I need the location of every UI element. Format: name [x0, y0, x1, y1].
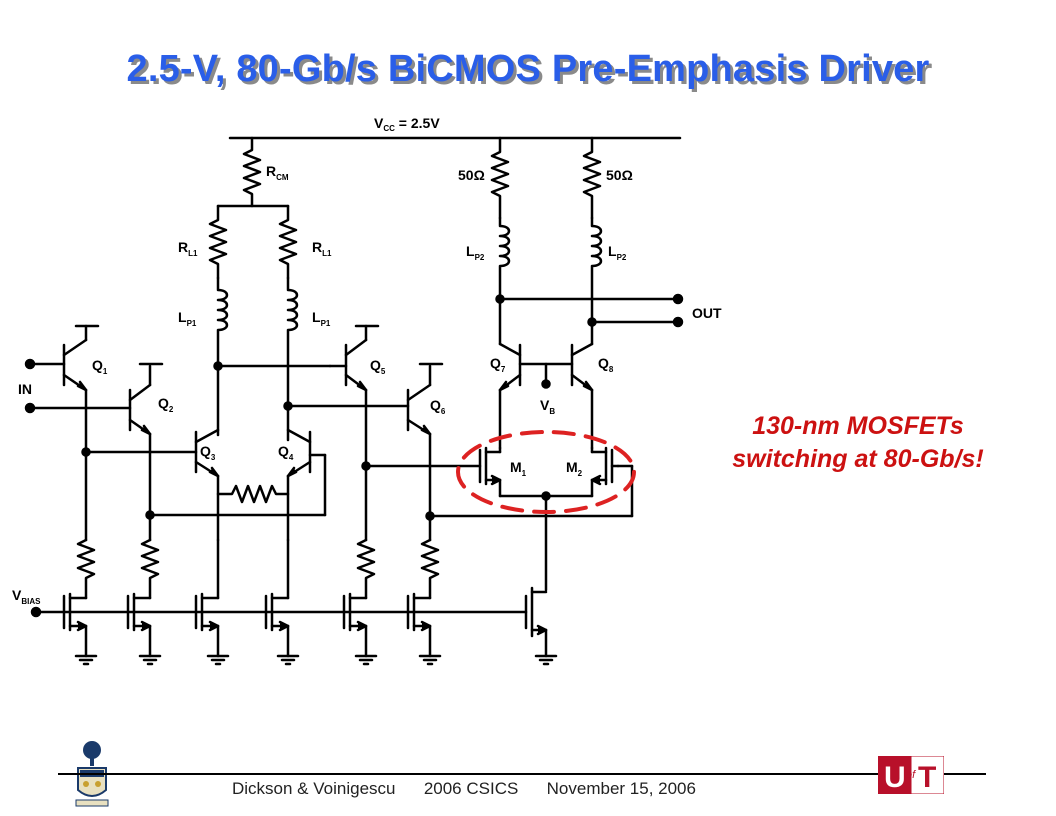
resistor-50-right	[582, 136, 602, 220]
annotation-line-1: 130-nm MOSFETs	[752, 412, 964, 440]
inductor-lp2-right	[590, 216, 603, 346]
vcc-label: VCC = 2.5V	[374, 115, 440, 133]
inductor-lp1-left	[216, 276, 229, 368]
r50-right-label: 50Ω	[606, 167, 633, 183]
q7-label: Q7	[490, 355, 506, 374]
degeneration-resistor	[216, 484, 290, 504]
rl1-left-label: RL1	[178, 239, 198, 258]
rl1-right-label: RL1	[312, 239, 332, 258]
resistor-bias-4	[420, 538, 440, 600]
q6-label: Q6	[430, 397, 446, 416]
resistor-bias-2	[140, 538, 160, 600]
m2-label: M2	[566, 459, 583, 478]
q3-label: Q3	[200, 443, 216, 462]
mosfet-m2	[590, 446, 614, 498]
mosfet-annotation: 130-nm MOSFETs switching at 80-Gb/s!	[688, 410, 1028, 476]
footer-divider	[58, 773, 986, 775]
q1-label: Q1	[92, 357, 108, 376]
inductor-lp1-right	[286, 276, 299, 442]
vbias-label: VBIAS	[12, 587, 41, 606]
mosfet-m1	[478, 446, 502, 498]
lp2-left-label: LP2	[466, 243, 485, 262]
m1-label: M1	[510, 459, 527, 478]
uoft-logo-t: T	[918, 761, 936, 794]
q2-label: Q2	[158, 395, 174, 414]
transistor-q2	[128, 362, 164, 542]
resistor-rl1-right	[278, 204, 298, 280]
resistor-rcm	[242, 136, 262, 208]
uoft-logo-u: U	[884, 761, 906, 794]
mosfet-highlight-ellipse	[456, 430, 636, 514]
resistor-50-left	[490, 136, 510, 220]
annotation-line-2: switching at 80-Gb/s!	[732, 445, 984, 473]
resistor-bias-1	[76, 538, 96, 600]
uoft-logo-of: of	[906, 769, 916, 781]
university-crest-logo	[75, 741, 109, 807]
in-label: IN	[18, 381, 32, 397]
transistor-q7	[498, 342, 522, 450]
out-label: OUT	[692, 305, 722, 321]
inductor-lp2-left	[498, 216, 511, 346]
transistor-q6	[406, 362, 444, 542]
vb-label: VB	[540, 397, 555, 416]
transistor-q4	[286, 428, 312, 542]
current-source-mosfets	[62, 586, 558, 666]
resistor-rl1-left	[208, 204, 228, 280]
q8-label: Q8	[598, 355, 614, 374]
lp2-right-label: LP2	[608, 243, 627, 262]
footer-text: Dickson & Voinigescu 2006 CSICS November…	[232, 779, 696, 798]
q4-label: Q4	[278, 443, 294, 462]
q5-label: Q5	[370, 357, 386, 376]
r50-left-label: 50Ω	[458, 167, 485, 183]
rcm-label: RCM	[266, 163, 289, 182]
lp1-left-label: LP1	[178, 309, 197, 328]
uoft-logo: U of T	[878, 756, 944, 794]
resistor-bias-3	[356, 538, 376, 600]
slide-title: 2.5-V, 80-Gb/s BiCMOS Pre-Emphasis Drive…	[126, 48, 930, 90]
lp1-right-label: LP1	[312, 309, 331, 328]
